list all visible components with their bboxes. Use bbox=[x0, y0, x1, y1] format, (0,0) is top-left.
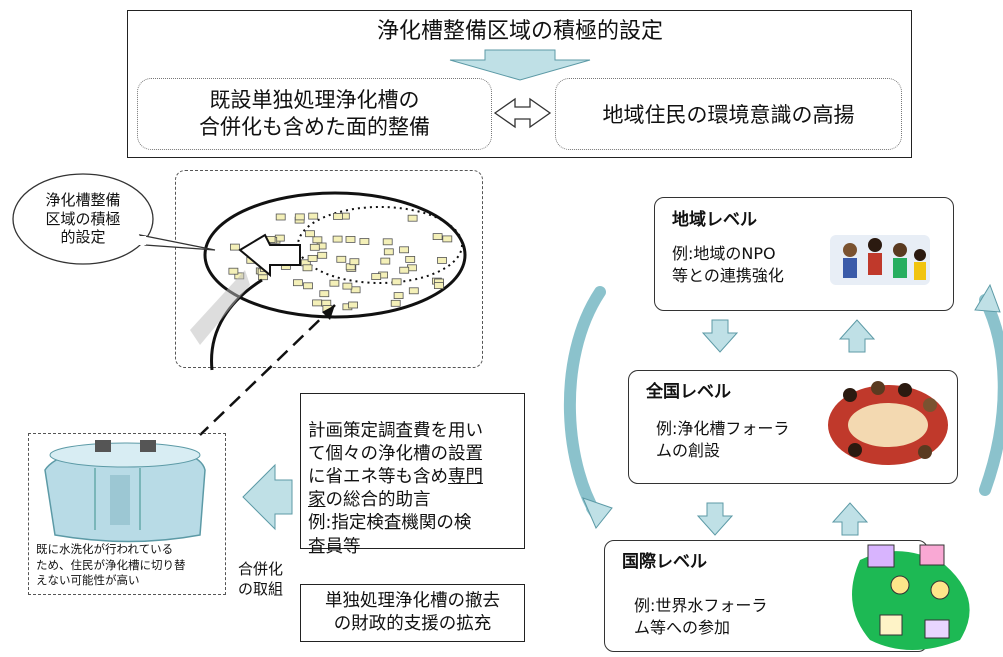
house-icon bbox=[336, 255, 347, 263]
callout-text: 浄化槽整備 区域の積極 的設定 bbox=[45, 190, 121, 247]
tank-frame bbox=[28, 433, 226, 595]
house-icon bbox=[332, 235, 343, 243]
house-icon bbox=[380, 257, 391, 265]
right-goal-box bbox=[555, 78, 902, 150]
house-icon bbox=[329, 279, 340, 287]
house-icon bbox=[399, 266, 410, 274]
house-icon bbox=[408, 287, 419, 295]
left-goal-box bbox=[137, 78, 492, 150]
advice-text-1: 計画策定調査費を用い て個々の浄化槽の設置 に省エネ等も含め bbox=[308, 421, 483, 488]
house-icon bbox=[307, 254, 318, 262]
tank-note: 既に水洗化が行われている ため、住民が浄化槽に切り替 えない可能性が高い bbox=[36, 542, 186, 588]
house-icon bbox=[303, 282, 313, 290]
house-icon bbox=[393, 292, 404, 300]
house-icon bbox=[229, 243, 240, 251]
regional-level-example: 例:地域のNPO 等との連携強化 bbox=[672, 244, 784, 285]
house-icon bbox=[437, 256, 447, 264]
house-icon bbox=[442, 235, 453, 243]
house-icon bbox=[302, 264, 313, 272]
top-title: 浄化槽整備区域の積極的設定 bbox=[376, 19, 663, 44]
house-icon bbox=[319, 290, 330, 298]
advice-box bbox=[300, 393, 525, 549]
house-icon bbox=[382, 238, 393, 246]
house-icon bbox=[407, 214, 418, 222]
house-icon bbox=[348, 301, 359, 309]
house-icon bbox=[383, 248, 394, 256]
house-icon bbox=[312, 236, 323, 244]
advice-text-2: の総合的助言 例:指定検査機関の検 査員等 bbox=[308, 490, 472, 557]
house-icon bbox=[305, 230, 315, 238]
house-icon bbox=[275, 213, 286, 221]
international-level-title: 国際レベル bbox=[622, 552, 707, 572]
top-frame bbox=[127, 10, 912, 158]
map-frame bbox=[175, 170, 483, 368]
house-icon bbox=[391, 278, 402, 286]
regional-level-title: 地域レベル bbox=[672, 210, 757, 230]
house-icon bbox=[228, 267, 239, 275]
house-icon bbox=[342, 282, 353, 290]
house-icon bbox=[350, 286, 361, 294]
house-icon bbox=[432, 233, 443, 241]
house-icon bbox=[359, 238, 370, 245]
international-level-example: 例:世界水フォーラ ム等への参加 bbox=[634, 596, 768, 637]
removal-text: 単独処理浄化槽の撤去 の財政的支援の拡充 bbox=[325, 591, 500, 634]
left-goal-text: 既設単独処理浄化槽の 合併化も含めた面的整備 bbox=[199, 87, 430, 139]
house-icon bbox=[308, 212, 319, 220]
house-icon bbox=[332, 212, 343, 220]
house-icon bbox=[294, 213, 305, 221]
house-icon bbox=[371, 273, 382, 281]
merge-label: 合併化 の取組 bbox=[238, 560, 284, 598]
removal-box bbox=[300, 584, 525, 642]
advice-text: 計画策定調査費を用い て個々の浄化槽の設置 に省エネ等も含め専門 家の総合的助言… bbox=[308, 397, 522, 559]
national-level-title: 全国レベル bbox=[646, 382, 731, 402]
right-goal-text: 地域住民の環境意識の高揚 bbox=[602, 103, 855, 127]
house-icon bbox=[390, 299, 401, 307]
house-icon bbox=[345, 235, 356, 243]
house-icon bbox=[309, 243, 320, 251]
house-icon bbox=[405, 255, 416, 263]
house-icon bbox=[317, 251, 328, 259]
house-icon bbox=[292, 279, 303, 287]
house-icon bbox=[349, 258, 360, 266]
house-icon bbox=[399, 246, 410, 254]
national-level-example: 例:浄化槽フォーラ ムの創設 bbox=[656, 419, 790, 460]
advice-text-underlined: 専門 家 bbox=[308, 467, 483, 511]
house-icon bbox=[433, 282, 444, 290]
